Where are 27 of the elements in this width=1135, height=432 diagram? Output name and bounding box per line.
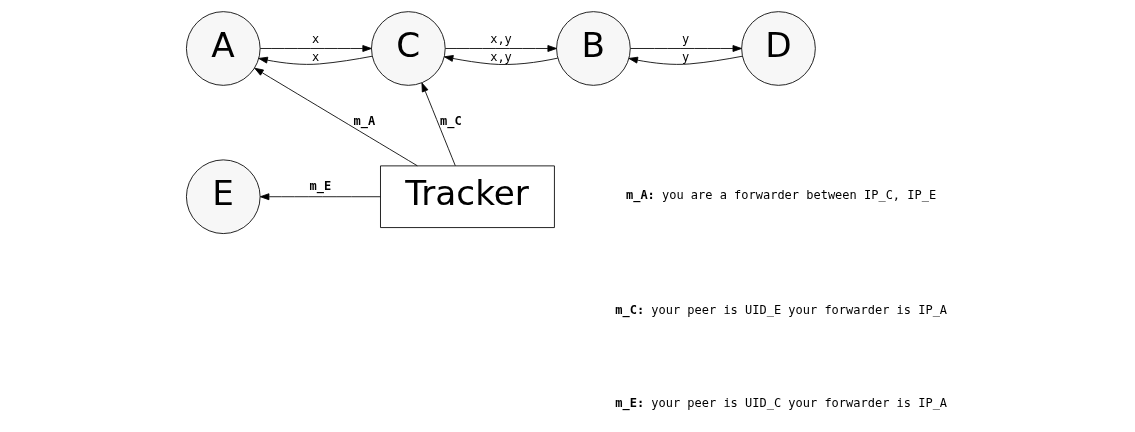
arrow	[421, 82, 456, 167]
arrow	[630, 45, 742, 52]
edge-label: x	[311, 49, 320, 64]
edge-label: x	[311, 31, 320, 46]
edge-label: m_A	[353, 113, 376, 128]
node-circle: C	[371, 11, 446, 86]
edge-label: x,y	[490, 31, 512, 46]
edge-label: x,y	[490, 49, 512, 64]
arrow	[254, 67, 418, 167]
edge-label: m_C	[440, 113, 462, 128]
arrow	[444, 45, 557, 52]
label: m_E: your peer is UID_C your forwarder is IP_A	[615, 396, 948, 411]
edge-label: y	[682, 49, 690, 64]
arrow	[628, 55, 743, 65]
arrow	[443, 55, 559, 65]
node-circle: B	[556, 11, 631, 86]
node-circle: A	[186, 11, 261, 86]
node-circle: D	[741, 11, 816, 86]
node-circle: E	[186, 159, 261, 234]
arrow	[259, 45, 372, 52]
edge-label: y	[682, 31, 690, 46]
arrow	[258, 55, 373, 65]
label: m_C: your peer is UID_E your forwarder is IP_A	[615, 302, 948, 317]
node-box: Tracker	[380, 165, 555, 228]
arrow	[259, 193, 381, 201]
label: m_A: you are a forwarder between IP_C, IP_E	[625, 188, 937, 203]
edge-label: m_E	[309, 179, 332, 194]
